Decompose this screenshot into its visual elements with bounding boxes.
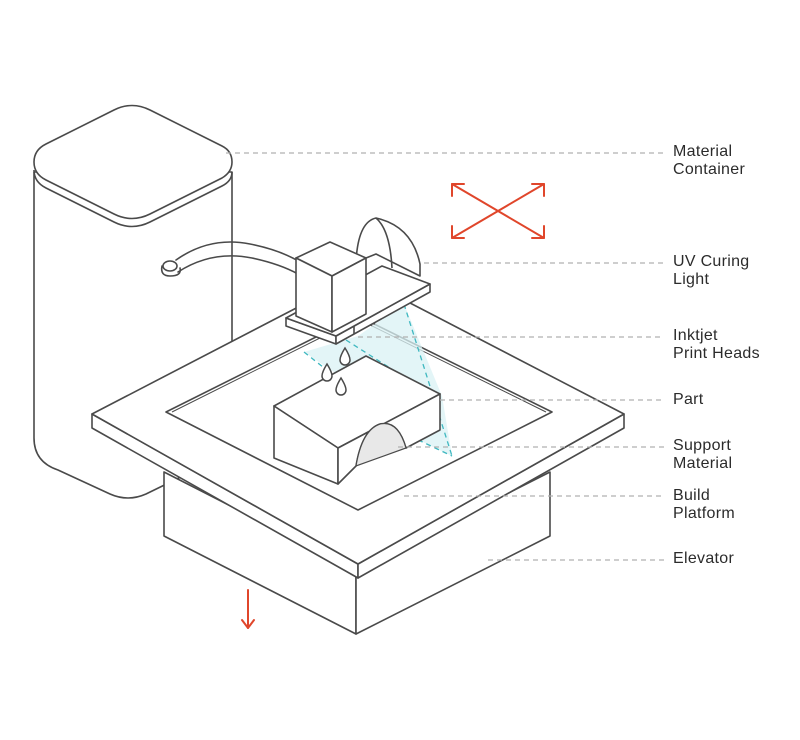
label-build-platform: Build Platform [673,487,735,522]
label-inkjet-print-heads: Inktjet Print Heads [673,327,760,362]
label-support-material: Support Material [673,437,733,472]
xy-motion-arrows [451,183,545,239]
label-elevator: Elevator [673,550,735,567]
z-down-arrow [241,589,255,629]
feed-tube [160,241,301,277]
label-part: Part [673,391,704,408]
droplets [321,346,351,396]
label-uv-curing-light: UV Curing Light [673,253,750,288]
print-carriage [285,217,431,345]
support-material [355,422,407,467]
leader-lines [226,152,664,561]
label-material-container: Material Container [673,143,746,178]
